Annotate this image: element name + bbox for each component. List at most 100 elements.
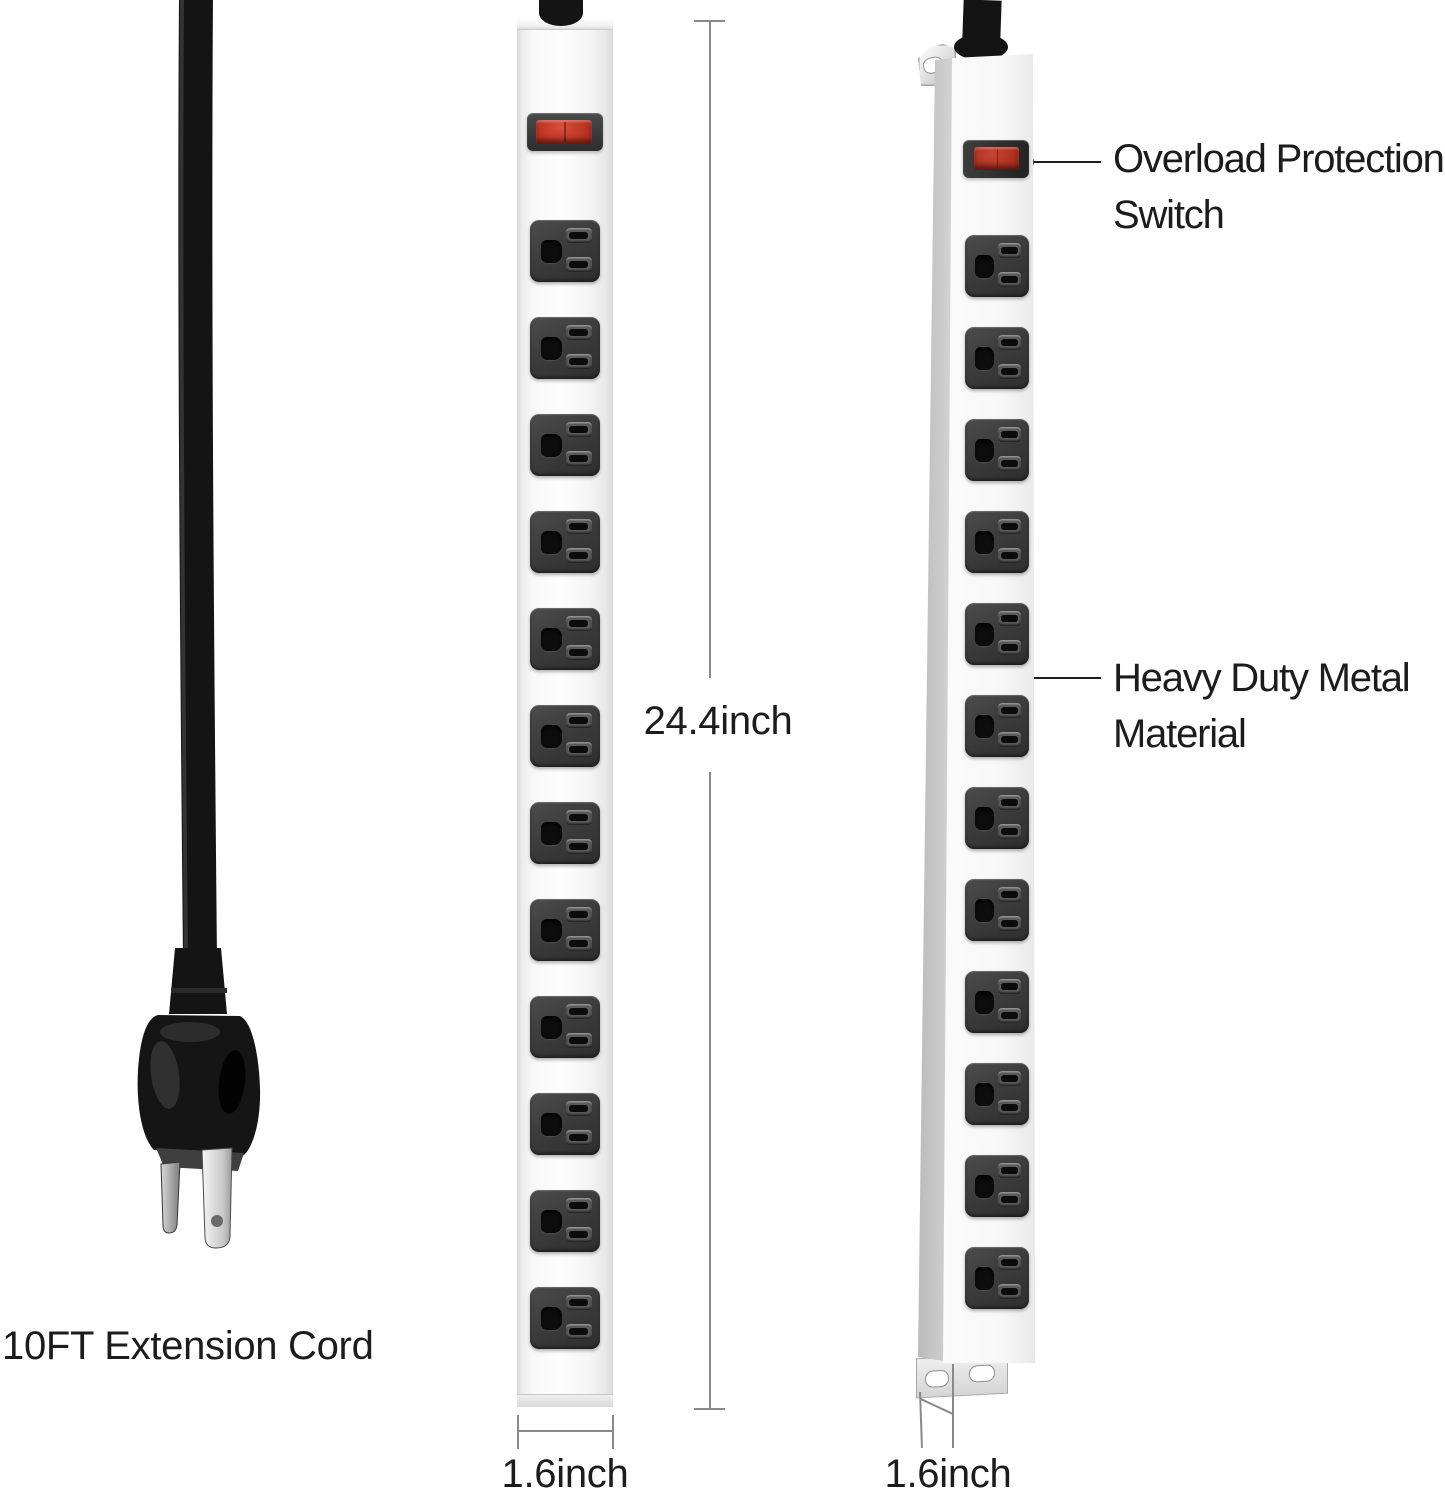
ground-hole (974, 991, 994, 1014)
ground-hole (974, 807, 994, 830)
outlet-slot-bottom (997, 732, 1022, 748)
power-outlet (965, 235, 1029, 297)
outlet-slot-top (997, 611, 1022, 626)
outlet-slot-top (565, 228, 592, 243)
power-outlet (530, 608, 600, 670)
outlet-slot-bottom (565, 1227, 592, 1243)
outlet-slot-top (997, 1255, 1022, 1270)
outlet-slot-top (997, 427, 1022, 442)
front-width-tick-right (612, 1415, 614, 1449)
outlet-slot-top (997, 887, 1022, 902)
ground-hole (974, 1083, 994, 1106)
outlet-column-front (517, 18, 613, 1407)
outlet-slot-top (565, 422, 592, 437)
cord-strain-relief (954, 34, 1008, 60)
outlet-slot-top (565, 713, 592, 728)
power-outlet (965, 1155, 1029, 1217)
height-dimension-line-upper (709, 21, 711, 678)
overload-callout-leader-line (1033, 161, 1101, 163)
power-outlet (530, 317, 600, 379)
height-dimension-tick-bottom (694, 1408, 725, 1410)
ground-hole (974, 347, 994, 370)
cord-label: 10FT Extension Cord (2, 1324, 374, 1368)
power-outlet (965, 327, 1029, 389)
ground-hole (540, 531, 562, 554)
overload-callout-line2: Switch (1113, 193, 1225, 237)
outlet-slot-bottom (997, 364, 1022, 380)
outlet-slot-bottom (565, 645, 592, 661)
front-width-tick-left (517, 1415, 519, 1449)
ground-hole (974, 623, 994, 646)
power-outlet (530, 802, 600, 864)
outlet-slot-bottom (565, 548, 592, 564)
keyhole-slot (925, 1369, 949, 1388)
power-outlet (965, 1247, 1029, 1309)
outlet-slot-top (997, 243, 1022, 258)
switch-rocker (536, 120, 592, 144)
power-outlet (965, 971, 1029, 1033)
ground-hole (540, 725, 562, 748)
ground-hole (540, 1113, 562, 1136)
outlet-slot-top (565, 325, 592, 340)
outlet-slot-bottom (565, 936, 592, 952)
outlet-slot-bottom (565, 1130, 592, 1146)
power-outlet (530, 414, 600, 476)
ground-hole (540, 822, 562, 845)
power-outlet (965, 695, 1029, 757)
ground-hole (540, 240, 562, 263)
outlet-slot-top (997, 1163, 1022, 1178)
ground-hole (974, 715, 994, 738)
power-outlet (965, 603, 1029, 665)
outlet-column-side (916, 52, 1040, 1368)
front-width-dimension-label: 1.6inch (501, 1452, 629, 1491)
outlet-slot-top (565, 1198, 592, 1213)
ground-hole (540, 337, 562, 360)
power-outlet (965, 879, 1029, 941)
power-switch (963, 140, 1029, 178)
material-callout-leader-line (1033, 677, 1101, 679)
outlet-slot-top (997, 703, 1022, 718)
material-callout-line2: Material (1113, 712, 1247, 756)
extension-cord-plug-graphic (137, 0, 261, 1249)
height-dimension-tick-top (694, 20, 725, 22)
outlet-slot-bottom (997, 456, 1022, 472)
outlet-slot-top (997, 335, 1022, 350)
outlet-slot-bottom (997, 1192, 1022, 1208)
outlet-slot-top (997, 795, 1022, 810)
power-strip-side-view (916, 44, 1040, 1399)
outlet-slot-bottom (565, 742, 592, 758)
power-outlet (530, 899, 600, 961)
outlet-slot-bottom (997, 1284, 1022, 1300)
power-outlet (530, 220, 600, 282)
outlet-slot-bottom (565, 839, 592, 855)
ground-hole (974, 1267, 994, 1290)
outlet-slot-bottom (565, 1324, 592, 1340)
ground-hole (540, 1307, 562, 1330)
power-outlet (530, 705, 600, 767)
height-dimension-line-lower (709, 772, 711, 1409)
outlet-slot-top (565, 1004, 592, 1019)
outlet-slot-top (565, 1295, 592, 1310)
outlet-slot-top (565, 616, 592, 631)
power-outlet (965, 1063, 1029, 1125)
outlet-slot-bottom (997, 272, 1022, 288)
ground-hole (540, 1210, 562, 1233)
power-outlet (965, 419, 1029, 481)
front-width-dimension-line (517, 1430, 613, 1432)
ground-hole (540, 434, 562, 457)
side-width-diagonal-line (920, 1398, 953, 1415)
outlet-slot-bottom (997, 916, 1022, 932)
outlet-slot-bottom (997, 1100, 1022, 1116)
ground-hole (974, 439, 994, 462)
height-dimension-label: 24.4inch (643, 699, 793, 743)
ground-hole (974, 1175, 994, 1198)
ground-hole (540, 919, 562, 942)
side-width-extension-line-right (952, 1364, 954, 1448)
overload-callout-line1: Overload Protection (1113, 137, 1445, 181)
material-callout-line1: Heavy Duty Metal (1113, 656, 1411, 700)
outlet-slot-bottom (997, 1008, 1022, 1024)
ground-hole (540, 1016, 562, 1039)
ground-hole (974, 531, 994, 554)
power-outlet (530, 1190, 600, 1252)
